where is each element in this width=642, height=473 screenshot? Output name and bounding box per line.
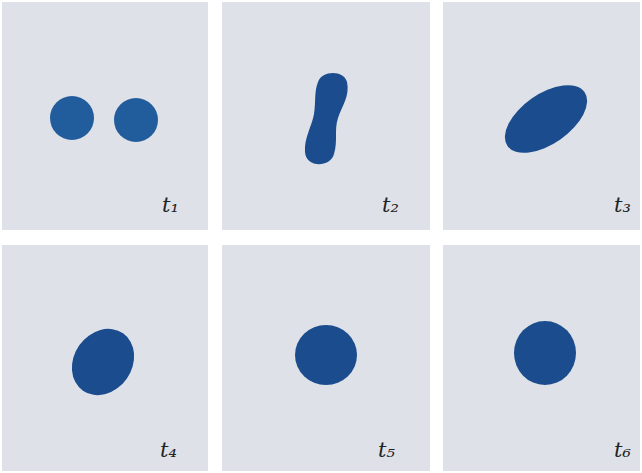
droplet (59, 317, 147, 408)
panel-ground (443, 2, 640, 230)
panel-ground (2, 2, 208, 230)
droplet (114, 98, 158, 142)
droplet (514, 321, 576, 385)
time-label: t₅ (378, 440, 395, 461)
droplet (50, 96, 94, 140)
panel-ground (222, 245, 430, 471)
panel-ground (2, 245, 208, 471)
droplet (305, 73, 348, 164)
time-label: t₃ (614, 195, 631, 216)
time-label: t₂ (382, 195, 399, 216)
droplet (295, 325, 357, 385)
panel-ground (443, 245, 640, 471)
time-label: t₁ (162, 195, 179, 216)
panel-ground (222, 2, 430, 230)
time-label: t₆ (614, 440, 631, 461)
droplet (493, 72, 599, 167)
time-label: t₄ (160, 440, 177, 461)
